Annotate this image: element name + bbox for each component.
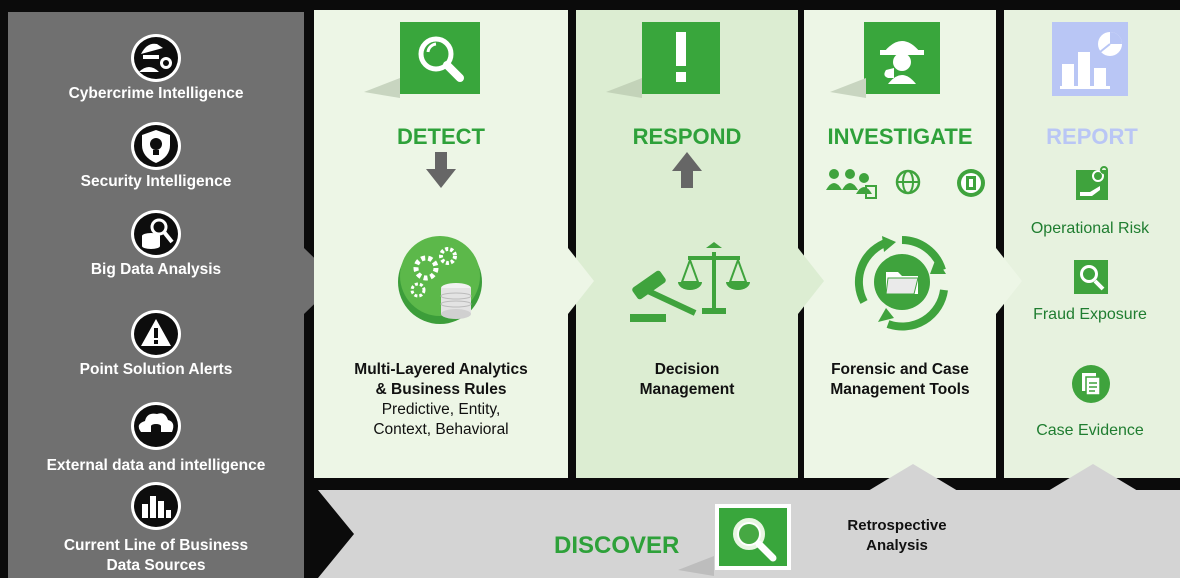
source-big-data-analysis: Big Data Analysis	[8, 210, 304, 282]
stage-chevron	[798, 248, 824, 314]
respond-icon-box	[642, 22, 720, 94]
discover-bar: DISCOVER Retrospective Analysis	[318, 464, 1180, 578]
source-current-line-of-business: Current Line of Business Data Sources	[8, 482, 304, 578]
discover-text-2: Analysis	[866, 537, 928, 554]
discover-tab-shadow	[678, 556, 714, 576]
stage-chevron	[568, 248, 594, 314]
stage-title: REPORT	[1046, 124, 1138, 149]
down-arrow-icon	[426, 152, 456, 188]
stage-title: INVESTIGATE	[827, 124, 973, 149]
report-item-label: Fraud Exposure	[1033, 306, 1147, 323]
respond-description: Decision Management	[576, 360, 798, 400]
chart-pie-icon	[1060, 32, 1122, 89]
data-magnifier-icon	[719, 508, 787, 566]
report-item-label: Case Evidence	[1036, 422, 1144, 439]
discover-title: DISCOVER	[554, 532, 680, 559]
stage-detect: DETECT Multi-Layered Analytics & Busines…	[314, 10, 568, 478]
investigate-body-bold-1: Forensic and Case	[831, 361, 969, 378]
investigate-icon-box	[864, 22, 940, 94]
warning-icon	[131, 310, 181, 358]
source-cybercrime-intelligence: Cybercrime Intelligence	[8, 34, 304, 106]
hacker-bug-icon	[131, 34, 181, 82]
stage-investigate: INVESTIGATE Forensic and Case Management…	[804, 10, 996, 478]
report-item-label: Operational Risk	[1030, 220, 1150, 237]
data-sources-panel: Cybercrime Intelligence Security Intelli…	[8, 12, 304, 578]
stage-chevron	[996, 248, 1022, 314]
database-magnifier-icon	[131, 210, 181, 258]
exclamation-icon	[676, 32, 686, 82]
discover-text-1: Retrospective	[847, 517, 947, 534]
source-security-intelligence: Security Intelligence	[8, 122, 304, 194]
source-label: Big Data Analysis	[90, 261, 222, 278]
stage-title: DETECT	[397, 124, 485, 149]
discover-icon-frame	[715, 504, 791, 570]
investigate-tab-shadow	[830, 78, 866, 98]
bar-chart-icon	[131, 482, 181, 530]
up-chevron-report	[1048, 464, 1138, 491]
detect-body-1: Predictive, Entity,	[381, 401, 501, 418]
source-label: Security Intelligence	[80, 173, 232, 190]
shield-bulb-icon	[131, 122, 181, 170]
up-arrow-icon	[672, 152, 702, 188]
stage-report: REPORT Operational Risk Fraud Exposure C…	[1004, 10, 1180, 478]
gears-database-icon	[398, 236, 482, 324]
risk-hand-icon	[1076, 166, 1108, 200]
fraud-magnifier-icon	[1074, 260, 1108, 294]
respond-tab-shadow	[606, 78, 642, 98]
report-icon-box	[1052, 22, 1128, 96]
source-label: Cybercrime Intelligence	[68, 85, 244, 102]
detect-tab-shadow	[364, 78, 400, 98]
folder-cycle-icon	[854, 236, 948, 331]
gavel-scales-icon	[630, 242, 750, 322]
investigate-body-bold-2: Management Tools	[830, 381, 970, 398]
people-network-icon	[826, 169, 921, 199]
stage-respond: RESPOND Decision Management	[576, 10, 798, 478]
detective-icon	[880, 41, 924, 84]
detect-body-bold-1: Multi-Layered Analytics	[354, 361, 528, 378]
respond-body-bold-2: Management	[639, 381, 735, 398]
up-chevron-investigate	[868, 464, 958, 491]
investigate-description: Forensic and Case Management Tools	[804, 360, 996, 400]
detect-body-bold-2: & Business Rules	[375, 381, 507, 398]
respond-body-bold-1: Decision	[654, 361, 720, 378]
source-label-line-2: Data Sources	[106, 557, 206, 574]
source-point-solution-alerts: Point Solution Alerts	[8, 310, 304, 382]
magnifier-icon	[418, 36, 464, 82]
source-label: Current Line of Business	[63, 537, 249, 554]
source-label: External data and intelligence	[46, 457, 266, 474]
detect-icon-box	[400, 22, 480, 94]
cloud-database-icon	[131, 402, 181, 450]
stage-title: RESPOND	[632, 124, 742, 149]
detect-description: Multi-Layered Analytics & Business Rules…	[314, 360, 568, 440]
fingerprint-document-icon	[957, 169, 985, 197]
source-external-data: External data and intelligence	[8, 402, 304, 474]
source-label: Point Solution Alerts	[79, 361, 233, 378]
documents-icon	[1072, 365, 1110, 403]
discover-description: Retrospective Analysis	[812, 516, 982, 556]
detect-body-2: Context, Behavioral	[373, 421, 509, 438]
